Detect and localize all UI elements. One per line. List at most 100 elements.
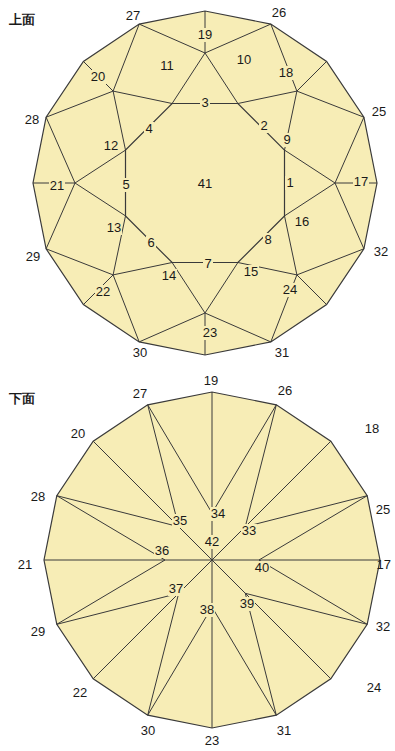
facet-number: 7 — [203, 257, 212, 271]
facet-number: 25 — [371, 105, 387, 119]
facet-number: 33 — [241, 524, 257, 538]
facet-number: 12 — [103, 139, 119, 153]
facet-number: 30 — [132, 346, 148, 360]
lower-girdle-edge — [259, 496, 367, 560]
girdle-outline — [33, 11, 377, 355]
star-facet-edge — [238, 91, 297, 103]
facet-number: 29 — [25, 250, 41, 264]
facet-number: 21 — [49, 179, 65, 193]
facet-number: 14 — [161, 269, 177, 283]
facet-number: 20 — [90, 70, 106, 84]
facet-number: 39 — [239, 597, 255, 611]
view-heading: 下面 — [8, 392, 36, 406]
upper-girdle-edge — [83, 275, 113, 305]
facet-number: 23 — [202, 326, 218, 340]
facet-number: 30 — [140, 724, 156, 738]
bezel-facet-edge — [46, 117, 75, 183]
upper-girdle-edge — [297, 275, 327, 305]
bezel-facet-edge — [297, 249, 364, 275]
lower-girdle-edge — [57, 496, 165, 560]
lower-girdle-edge — [259, 560, 367, 624]
facet-number: 32 — [375, 620, 391, 634]
bezel-facet-edge — [139, 24, 205, 53]
bezel-facet-edge — [335, 117, 364, 183]
bezel-facet-edge — [335, 183, 364, 249]
facet-number: 24 — [366, 681, 382, 695]
bezel-facet-edge — [46, 91, 113, 117]
facet-number: 17 — [353, 175, 369, 189]
facet-number: 23 — [204, 734, 220, 748]
lower-girdle-edge — [245, 593, 367, 624]
pavilion-main-edge — [212, 560, 213, 728]
lower-girdle-edge — [57, 560, 165, 624]
facet-number: 42 — [204, 535, 220, 549]
lower-girdle-edge — [148, 607, 212, 715]
facet-number: 24 — [282, 283, 298, 297]
bezel-facet-edge — [205, 24, 271, 53]
lower-girdle-edge — [57, 496, 179, 527]
facet-number: 28 — [24, 113, 40, 127]
facet-number: 20 — [70, 427, 86, 441]
facet-number: 11 — [159, 59, 175, 73]
facet-number: 27 — [132, 387, 148, 401]
facet-number: 13 — [106, 221, 122, 235]
facet-number: 19 — [197, 28, 213, 42]
facet-number: 5 — [121, 178, 130, 192]
facet-number: 2 — [259, 119, 268, 133]
bezel-facet-edge — [113, 275, 139, 342]
lower-girdle-edge — [212, 607, 276, 715]
pavilion-main-edge — [212, 560, 380, 561]
pavilion-main-edge — [44, 560, 212, 561]
facet-number: 4 — [144, 122, 153, 136]
lower-girdle-edge — [245, 593, 276, 715]
facet-number: 22 — [72, 686, 88, 700]
facet-number: 21 — [17, 558, 33, 572]
star-facet-edge — [75, 150, 126, 183]
pavilion-main-edge — [93, 560, 212, 679]
facet-number: 29 — [30, 625, 46, 639]
facet-number: 32 — [373, 245, 389, 259]
facet-number: 25 — [375, 503, 391, 517]
facet-number: 28 — [30, 490, 46, 504]
bezel-facet-edge — [297, 91, 364, 117]
facet-number: 41 — [197, 177, 213, 191]
facet-number: 27 — [125, 9, 141, 23]
facet-number: 8 — [263, 233, 272, 247]
facet-number: 9 — [282, 133, 291, 147]
facet-number: 17 — [376, 558, 392, 572]
pavilion-main-edge — [212, 441, 331, 560]
facet-number: 15 — [243, 265, 259, 279]
facet-number: 34 — [210, 507, 226, 521]
upper-girdle-edge — [83, 61, 113, 91]
bezel-facet-edge — [46, 249, 113, 275]
facet-number: 26 — [271, 6, 287, 20]
girdle-outline — [44, 392, 380, 728]
facet-number: 31 — [276, 724, 292, 738]
pavilion-main-edge — [212, 560, 331, 679]
facet-number: 6 — [146, 236, 155, 250]
facet-number: 38 — [199, 603, 215, 617]
facet-number: 1 — [285, 176, 294, 190]
table-facet — [126, 104, 285, 263]
facet-number: 18 — [364, 422, 380, 436]
facet-number: 22 — [95, 285, 111, 299]
bezel-facet-edge — [271, 24, 297, 91]
star-facet-edge — [75, 183, 126, 216]
lower-girdle-edge — [245, 405, 276, 527]
facet-number: 31 — [274, 346, 290, 360]
lower-girdle-edge — [148, 405, 212, 513]
lower-girdle-edge — [148, 593, 179, 715]
facet-number: 26 — [277, 384, 293, 398]
star-facet-edge — [113, 91, 172, 103]
facet-number: 3 — [200, 96, 209, 110]
lower-girdle-edge — [212, 405, 276, 513]
star-facet-edge — [205, 53, 238, 104]
facet-number: 37 — [168, 582, 184, 596]
facet-number: 40 — [254, 561, 270, 575]
facet-number: 35 — [172, 514, 188, 528]
facet-number: 18 — [278, 66, 294, 80]
lower-girdle-edge — [148, 405, 179, 527]
upper-girdle-edge — [297, 61, 327, 91]
